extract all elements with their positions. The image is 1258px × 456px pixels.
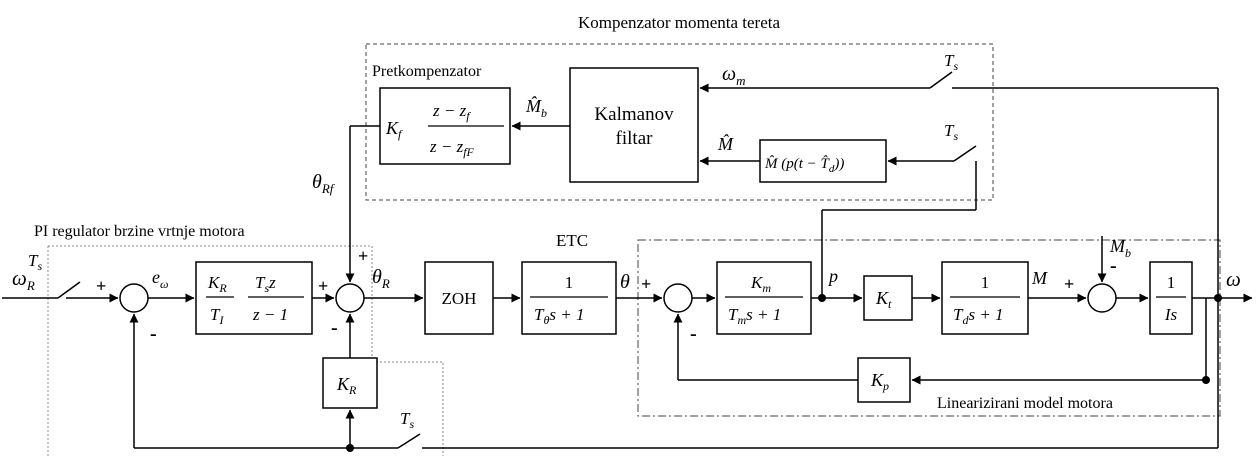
td-block	[941, 261, 1029, 335]
label-ts-input: Ts	[28, 251, 42, 273]
pi-tsz: Tsz	[255, 273, 276, 295]
sign-sum2-plus-left: +	[318, 276, 328, 296]
integrator-num: 1	[1167, 273, 1176, 292]
label-ts-p: Ts	[944, 121, 958, 143]
load-compensator-title: Kompenzator momenta tereta	[578, 13, 780, 32]
etc-block	[521, 261, 617, 335]
sampler-feedback	[397, 433, 421, 449]
kf-label: Kf	[385, 118, 403, 141]
label-mb: Mb	[1109, 236, 1131, 260]
sign-sum1-minus: -	[150, 323, 157, 345]
sign-sum2-plus-top: +	[358, 246, 368, 266]
sign-sum4-plus: +	[1064, 274, 1074, 294]
motor-model-region	[637, 239, 1221, 417]
kt-label: Kt	[875, 288, 892, 311]
label-e-omega: eω	[152, 267, 168, 291]
label-omega-r: ωR	[12, 266, 35, 293]
kf-den: z − zfF	[429, 137, 475, 159]
sampler-input	[57, 281, 81, 299]
kr-block	[322, 357, 378, 409]
kp-block	[857, 357, 911, 403]
sum-junction-2	[335, 283, 365, 313]
kalman-line-2: filtar	[616, 128, 654, 149]
km-block	[716, 261, 812, 335]
node-feedback-kr	[346, 444, 354, 452]
zoh-label: ZOH	[442, 289, 477, 308]
sum-junction-1	[119, 283, 149, 313]
sign-sum3-plus: +	[641, 274, 651, 294]
km-num: Km	[750, 273, 771, 295]
pi-ti: TI	[210, 305, 224, 327]
label-mb-hat: M̂b	[525, 96, 547, 120]
km-den: Tms + 1	[728, 305, 781, 327]
sign-sum1-plus: +	[96, 276, 106, 296]
label-m: M	[1031, 268, 1048, 288]
label-theta-r: θR	[372, 266, 390, 291]
etc-num: 1	[565, 273, 574, 292]
label-m-hat: M̂	[717, 134, 734, 154]
kalman-line-1: Kalmanov	[594, 104, 674, 125]
integrator-den: Is	[1164, 305, 1178, 324]
label-ts-feedback: Ts	[400, 409, 414, 431]
sum-junction-3	[663, 283, 693, 313]
precompensator-title: Pretkompenzator	[372, 63, 482, 80]
etc-title: ETC	[556, 231, 588, 250]
motor-model-title: Linearizirani model motora	[937, 395, 1113, 412]
td-num: 1	[981, 273, 990, 292]
sign-sum4-minus: -	[1110, 255, 1117, 277]
node-p	[818, 294, 826, 302]
pi-z1: z − 1	[252, 305, 288, 324]
kr-label: KR	[336, 374, 357, 397]
sampler-p	[953, 145, 977, 162]
pi-block	[195, 261, 313, 335]
td-den: Tds + 1	[953, 305, 1004, 327]
sign-sum2-minus: -	[331, 317, 338, 339]
label-theta: θ	[620, 271, 630, 293]
node-omega-out	[1214, 294, 1222, 302]
samplers	[57, 71, 977, 449]
label-ts-omega-m: Ts	[944, 51, 958, 73]
pi-kr: KR	[207, 273, 227, 295]
etc-den: Tθs + 1	[534, 305, 584, 327]
node-omega-kp	[1202, 376, 1210, 384]
label-theta-rf: θRf	[312, 171, 336, 196]
sign-sum3-minus: -	[690, 323, 697, 345]
mhat-estimator-label: M̂ (p(t − T̂d))	[764, 156, 844, 175]
pi-regulator-title: PI regulator brzine vrtnje motora	[34, 223, 245, 240]
load-compensator-region	[365, 43, 994, 201]
label-omega-m: ωm	[722, 63, 746, 88]
label-p: p	[827, 266, 838, 286]
sum-junction-4	[1087, 283, 1117, 313]
kf-num: z − zf	[432, 101, 471, 123]
kalman-filter-block	[569, 67, 699, 183]
kp-label: Kp	[870, 370, 889, 393]
sampler-omega-m	[929, 71, 953, 89]
label-omega: ω	[1226, 267, 1241, 291]
